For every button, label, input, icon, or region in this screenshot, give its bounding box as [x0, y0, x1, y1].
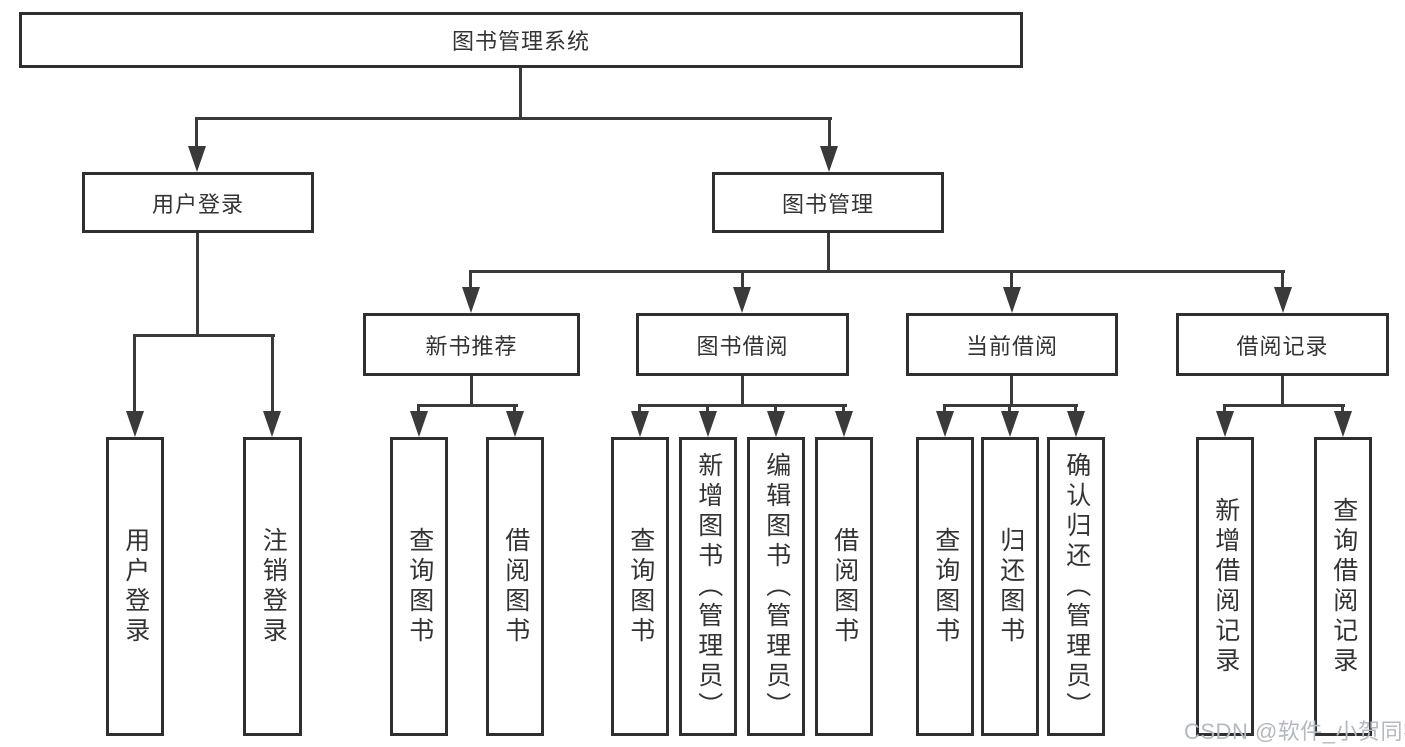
- connector-drop: [513, 404, 516, 414]
- connector-bookborrow-drop: [741, 270, 744, 290]
- connector-root-stem: [519, 66, 522, 119]
- arrow-down-icon: [506, 411, 524, 437]
- connector-drop: [842, 404, 845, 414]
- node-book-management: 图书管理: [712, 172, 944, 233]
- node-label: 注销登录: [259, 526, 288, 647]
- arrow-down-icon: [1334, 411, 1352, 437]
- node-leaf-br-add-record: 新增借阅记录: [1196, 437, 1254, 736]
- connector-level3-bus: [469, 270, 1285, 273]
- arrow-down-icon: [936, 411, 954, 437]
- node-leaf-br-query-record: 查询借阅记录: [1314, 437, 1372, 736]
- node-leaf-nb-query-books: 查询图书: [390, 437, 448, 736]
- arrow-down-icon: [188, 146, 206, 172]
- node-label: 借阅图书: [830, 526, 859, 647]
- connector-newbook-bus: [417, 404, 518, 407]
- connector-login-drop: [133, 334, 136, 413]
- arrow-down-icon: [1001, 411, 1019, 437]
- node-label: 查询图书: [405, 526, 434, 647]
- connector-drop: [1223, 404, 1226, 414]
- node-label: 当前借阅: [965, 333, 1058, 359]
- arrow-down-icon: [631, 411, 649, 437]
- node-label: 新增图书（管理员）: [694, 451, 723, 722]
- node-label: 归还图书: [996, 526, 1025, 647]
- arrow-down-icon: [126, 411, 144, 437]
- connector-currentborrow-stem: [1010, 376, 1013, 407]
- connector-drop: [1341, 404, 1344, 414]
- node-user-login-group: 用户登录: [82, 172, 314, 233]
- connector-drop: [943, 404, 946, 414]
- connector-drop: [638, 404, 641, 414]
- connector-drop: [417, 404, 420, 414]
- arrow-down-icon: [1216, 411, 1234, 437]
- node-leaf-bb-borrow-books: 借阅图书: [815, 437, 873, 736]
- node-root-system: 图书管理系统: [19, 12, 1023, 68]
- arrow-down-icon: [263, 411, 281, 437]
- node-label: 编辑图书（管理员）: [762, 451, 791, 722]
- arrow-down-icon: [835, 411, 853, 437]
- node-label: 图书借阅: [696, 333, 789, 359]
- arrow-down-icon: [820, 146, 838, 172]
- connector-borrowrecord-bus: [1223, 404, 1345, 407]
- connector-borrowrecord-stem: [1281, 376, 1284, 407]
- arrow-down-icon: [1274, 287, 1292, 313]
- node-label: 查询图书: [626, 526, 655, 647]
- node-leaf-nb-borrow-books: 借阅图书: [486, 437, 544, 736]
- connector-bookborrow-bus: [638, 404, 847, 407]
- connector-newbook-drop: [469, 270, 472, 290]
- connector-bookborrow-stem: [741, 376, 744, 407]
- connector-logout-drop: [271, 334, 274, 413]
- arrow-down-icon: [1003, 287, 1021, 313]
- node-leaf-login: 用户登录: [106, 437, 164, 736]
- arrow-down-icon: [699, 411, 717, 437]
- node-label: 用户登录: [151, 191, 244, 217]
- arrow-down-icon: [767, 411, 785, 437]
- connector-drop: [1074, 404, 1077, 414]
- node-label: 借阅记录: [1236, 333, 1329, 359]
- csdn-watermark: CSDN @软件_小贺同学: [1184, 719, 1405, 744]
- connector-currentborrow-drop: [1010, 270, 1013, 290]
- node-leaf-bb-query-books: 查询图书: [611, 437, 669, 736]
- connector-book-mgmt-drop: [828, 117, 831, 150]
- node-leaf-cb-confirm-return: 确认归还（管理员）: [1047, 437, 1105, 736]
- node-label: 查询图书: [931, 526, 960, 647]
- node-borrow-record: 借阅记录: [1176, 313, 1389, 376]
- connector-user-login-drop: [195, 117, 198, 150]
- node-label: 新增借阅记录: [1211, 496, 1240, 677]
- node-label: 图书管理: [781, 191, 874, 217]
- node-label: 用户登录: [121, 526, 150, 647]
- node-leaf-logout: 注销登录: [243, 437, 302, 736]
- node-label: 图书管理系统: [451, 29, 590, 54]
- arrow-down-icon: [410, 411, 428, 437]
- node-label: 确认归还（管理员）: [1062, 451, 1091, 722]
- connector-level2-bus: [195, 117, 832, 120]
- arrow-down-icon: [462, 287, 480, 313]
- node-current-borrow: 当前借阅: [906, 313, 1118, 376]
- node-label: 新书推荐: [425, 333, 518, 359]
- connector-book-mgmt-stem: [827, 233, 830, 273]
- connector-user-login-bus: [133, 334, 275, 337]
- node-leaf-cb-return-books: 归还图书: [981, 437, 1039, 736]
- node-book-borrow: 图书借阅: [636, 313, 849, 376]
- node-label: 借阅图书: [501, 526, 530, 647]
- connector-drop: [774, 404, 777, 414]
- node-label: 查询借阅记录: [1329, 496, 1358, 677]
- connector-newbook-stem: [470, 376, 473, 407]
- connector-borrowrecord-drop: [1281, 270, 1284, 290]
- node-leaf-bb-add-books: 新增图书（管理员）: [679, 437, 737, 736]
- node-leaf-bb-edit-books: 编辑图书（管理员）: [747, 437, 805, 736]
- connector-drop: [706, 404, 709, 414]
- node-new-book-recommend: 新书推荐: [363, 313, 580, 376]
- arrow-down-icon: [733, 287, 751, 313]
- node-leaf-cb-query-books: 查询图书: [916, 437, 974, 736]
- connector-drop: [1008, 404, 1011, 414]
- connector-user-login-stem: [196, 233, 199, 336]
- arrow-down-icon: [1067, 411, 1085, 437]
